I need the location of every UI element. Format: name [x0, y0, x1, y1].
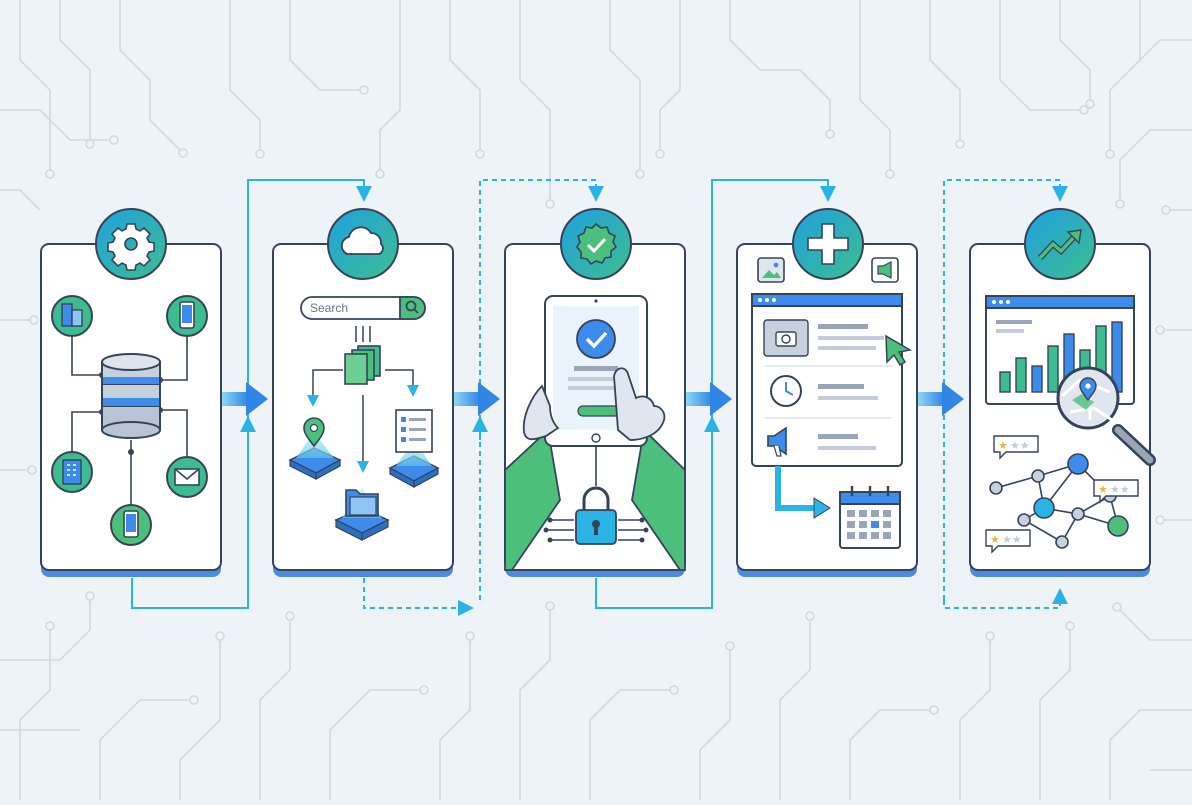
folder-icon: [345, 489, 379, 517]
svg-text:★★: ★★: [1002, 534, 1022, 546]
search-icon: [405, 300, 419, 314]
flow-arrows: [222, 382, 964, 416]
arrow-right-icon: [918, 382, 964, 416]
folder-tile: [334, 488, 390, 541]
clock-icon: [770, 375, 802, 407]
svg-text:★: ★: [1098, 484, 1108, 496]
lock-icon: [575, 486, 617, 545]
rating-bubble-icon: ★★★: [1093, 479, 1139, 504]
location-tile: [288, 417, 342, 481]
connector-dashed: [943, 588, 1068, 609]
cursor-icon: [885, 334, 913, 367]
magnifier-map-icon: [1056, 366, 1156, 466]
stage-analyze-content: ★★★ ★★★ ★★★: [985, 208, 1156, 554]
calendar-icon: [839, 486, 901, 549]
database-icon: [101, 353, 161, 439]
camera-icon: [763, 319, 809, 357]
smartphone-icon: [110, 504, 152, 546]
arrow-right-icon: [454, 382, 500, 416]
svg-text:★: ★: [990, 534, 1000, 546]
map-pin-icon: [303, 417, 325, 448]
checklist-icon: [395, 409, 433, 453]
building-icon: [51, 295, 93, 337]
network-graph: [989, 453, 1129, 549]
rating-bubble-icon: ★★★: [985, 529, 1031, 554]
plus-icon: [792, 208, 864, 280]
megaphone-icon: [767, 426, 787, 457]
stage-create-content: [751, 208, 913, 549]
search-placeholder: Search: [310, 301, 348, 315]
arrow-right-icon: [686, 382, 732, 416]
check-circle-icon: [576, 319, 616, 359]
verified-badge-icon: [560, 208, 632, 280]
search-bar[interactable]: Search: [300, 296, 426, 320]
folder-stack-icon: [344, 345, 381, 385]
image-icon: [757, 257, 785, 283]
svg-text:★★: ★★: [1110, 484, 1130, 496]
svg-text:★: ★: [998, 440, 1008, 452]
arrow-right-icon: [222, 382, 268, 416]
mobile-icon: [166, 295, 208, 337]
cloud-icon: [327, 208, 399, 280]
checklist-tile: [388, 409, 440, 489]
browser-window-icon: [751, 293, 903, 467]
rating-bubble-icon: ★★★: [993, 435, 1039, 460]
megaphone-small-icon: [871, 257, 899, 283]
stage-integrate-content: [51, 208, 208, 546]
stage-verify-content: [504, 208, 686, 571]
gear-icon: [95, 208, 167, 280]
svg-text:★★: ★★: [1010, 440, 1030, 452]
connector-dashed: [363, 578, 474, 616]
stage-search-content: Search: [288, 208, 440, 541]
office-building-icon: [51, 451, 93, 493]
mail-icon: [166, 456, 208, 498]
trend-up-icon: [1024, 208, 1096, 280]
map-pin-icon: [1079, 377, 1097, 402]
